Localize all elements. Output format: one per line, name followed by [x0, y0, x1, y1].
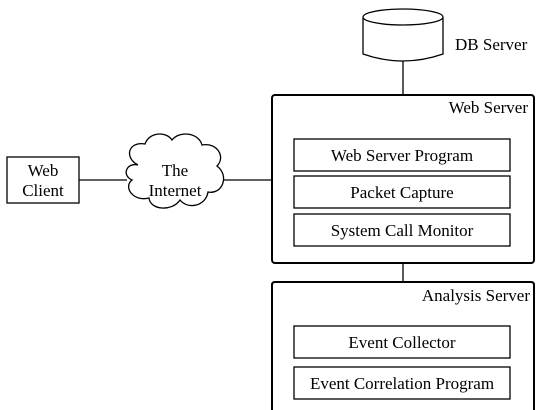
web-client-node: Web Client: [6, 156, 80, 204]
event-correlation-program-box: [293, 366, 511, 400]
db-server-cylinder-top: [362, 8, 444, 26]
db-server-node: DB Server: [362, 8, 528, 62]
internet-cloud-icon: [125, 133, 225, 209]
analysis-server-node: Analysis Server Event Collector Event Co…: [271, 281, 535, 410]
event-correlation-program-label: Event Correlation Program: [310, 374, 494, 393]
event-collector-box: [293, 325, 511, 359]
web-server-program-label: Web Server Program: [331, 146, 473, 165]
event-collector-label: Event Collector: [348, 333, 456, 352]
internet-cloud-node: The Internet: [125, 133, 225, 209]
connectors: [79, 61, 404, 282]
system-call-monitor-box: [293, 213, 511, 247]
system-call-monitor-label: System Call Monitor: [331, 221, 474, 240]
packet-capture-box: [293, 175, 511, 209]
internet-label-line1: The: [162, 161, 188, 180]
web-server-node: Web Server Web Server Program Packet Cap…: [271, 94, 535, 264]
internet-label-line2: Internet: [149, 181, 202, 200]
web-server-program-box: [293, 138, 511, 172]
analysis-server-label: Analysis Server: [422, 286, 530, 305]
web-client-box: [6, 156, 80, 204]
web-client-label-line1: Web: [28, 161, 59, 180]
web-client-label-line2: Client: [22, 181, 64, 200]
db-server-cylinder: [362, 18, 444, 62]
web-server-label: Web Server: [449, 98, 529, 117]
packet-capture-label: Packet Capture: [350, 183, 453, 202]
db-server-label: DB Server: [455, 35, 528, 54]
